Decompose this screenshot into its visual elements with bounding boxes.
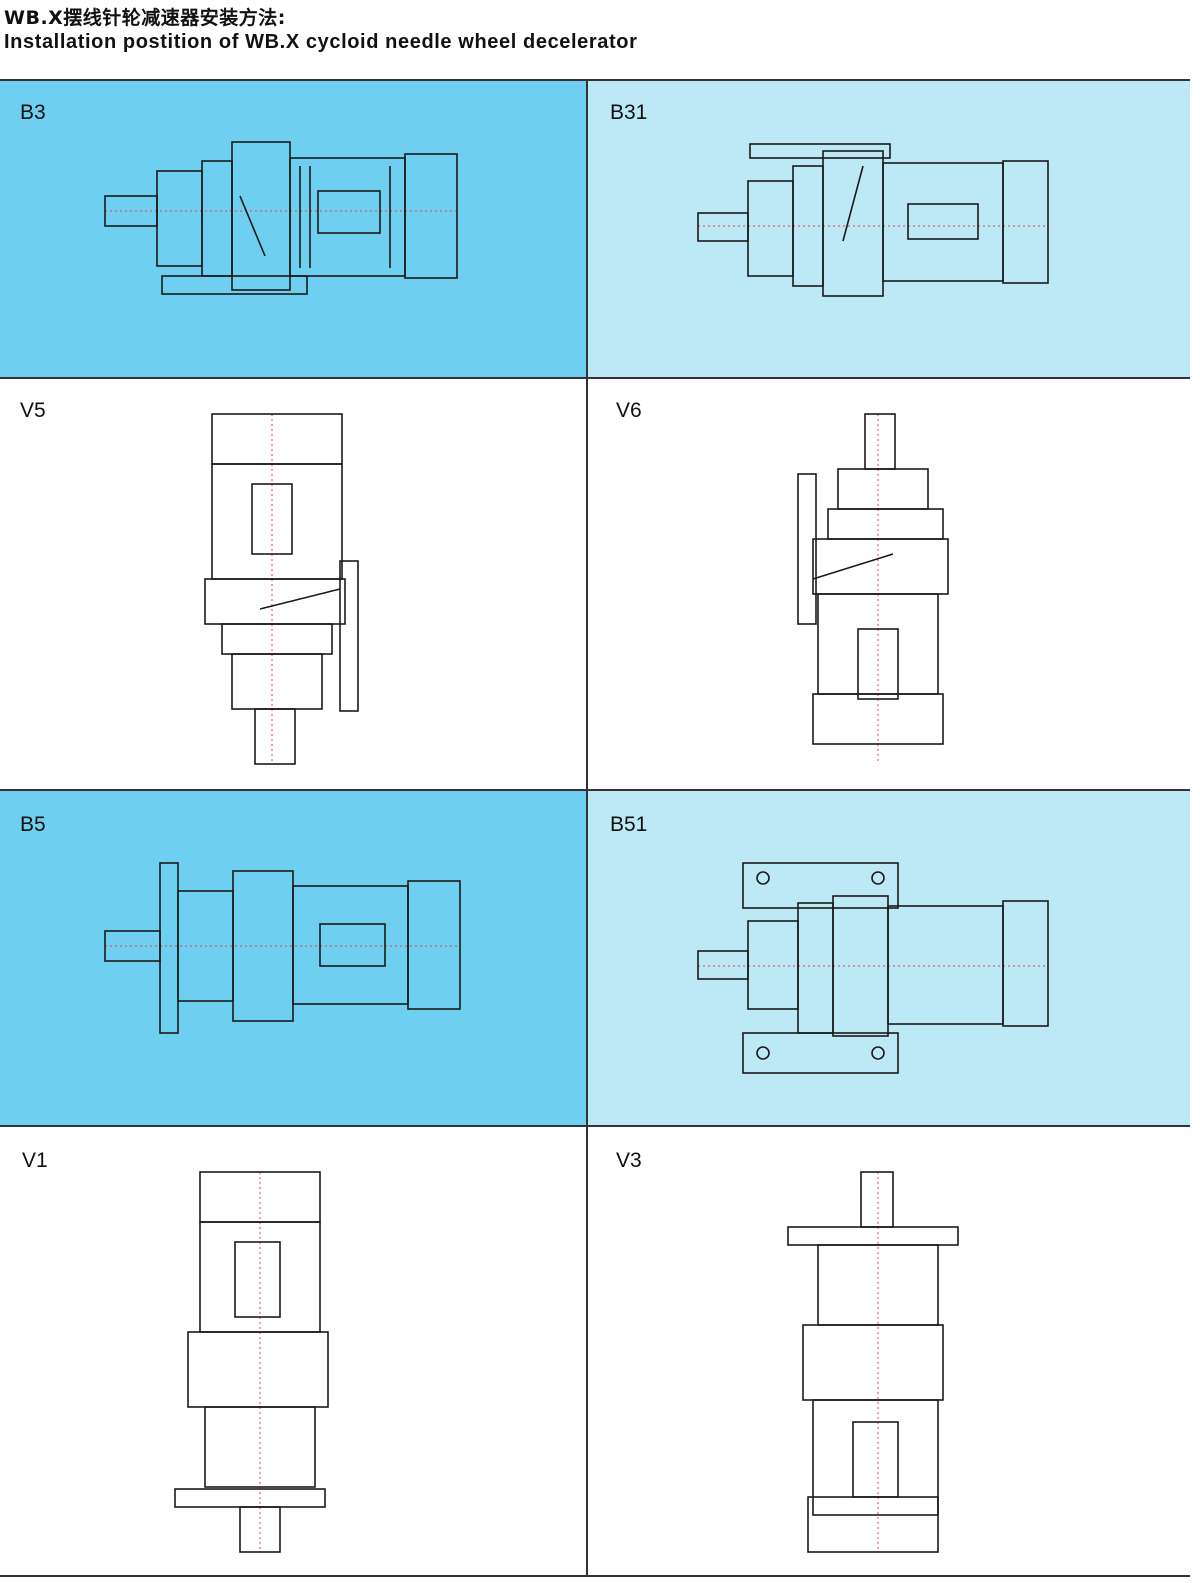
- cell-b5: B5: [0, 791, 586, 1125]
- divider: [0, 789, 1190, 791]
- position-label-b51: B51: [610, 813, 648, 836]
- position-label-b3: B3: [20, 101, 46, 124]
- v5-drawing: [204, 413, 359, 765]
- cell-v1: V1: [0, 1127, 586, 1573]
- position-label-b5: B5: [20, 813, 46, 836]
- cell-b3: B3: [0, 81, 586, 377]
- cell-v6: V6: [588, 379, 1190, 789]
- v6-drawing: [797, 413, 949, 764]
- title-chinese: WB.X摆线针轮减速器安装方法:: [4, 7, 286, 29]
- divider: [0, 1125, 1190, 1127]
- v3-drawing: [787, 1171, 959, 1553]
- page-header: WB.X摆线针轮减速器安装方法: Installation postition …: [4, 6, 637, 54]
- b31-drawing: [697, 143, 1049, 297]
- cell-v3: V3: [588, 1127, 1190, 1573]
- position-label-v6: V6: [616, 399, 642, 422]
- cell-b31: B31: [588, 81, 1190, 377]
- position-label-b31: B31: [610, 101, 648, 124]
- position-label-v3: V3: [616, 1149, 642, 1172]
- b51-drawing: [697, 862, 1049, 1074]
- installation-grid: B3 B31: [0, 79, 1190, 1577]
- cell-v5: V5: [0, 379, 586, 789]
- position-label-v1: V1: [22, 1149, 48, 1172]
- title-english: Installation postition of WB.X cycloid n…: [4, 31, 638, 53]
- cell-b51: B51: [588, 791, 1190, 1125]
- v1-drawing: [174, 1171, 329, 1553]
- divider: [0, 377, 1190, 379]
- b3-drawing: [104, 141, 460, 295]
- position-label-v5: V5: [20, 399, 46, 422]
- b5-drawing: [104, 862, 461, 1034]
- column-divider: [586, 81, 588, 1575]
